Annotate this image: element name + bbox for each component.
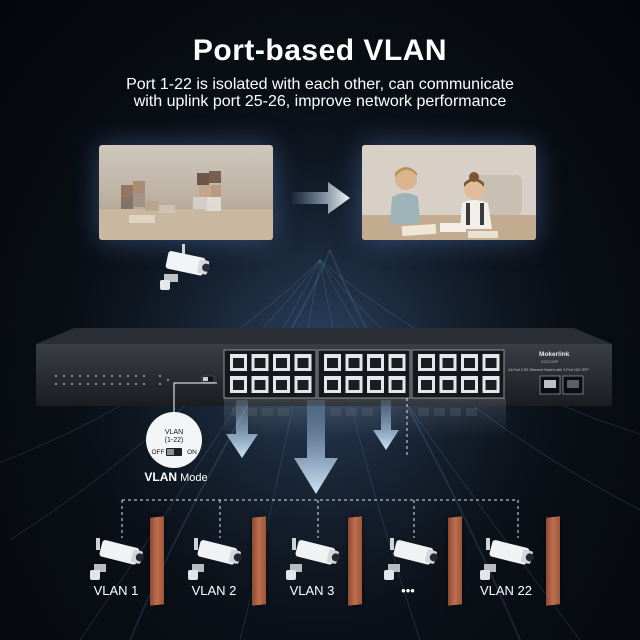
security-camera-icon [188, 538, 244, 580]
ethernet-port-socket [442, 380, 454, 390]
arrows-down [226, 400, 477, 494]
switch-brand: Mokerlink [539, 351, 570, 358]
vlan-distribution [121, 499, 519, 538]
ethernet-port-socket [327, 380, 338, 390]
security-camera-icon [384, 538, 440, 580]
ethernet-port-socket [297, 358, 309, 368]
security-camera-icon [286, 538, 342, 580]
firewall-wall [546, 516, 560, 606]
arrow-down-icon [226, 400, 258, 458]
vlan-label-2: VLAN 2 [191, 583, 237, 598]
security-camera-icon [480, 538, 536, 580]
firewall-wall [150, 516, 164, 606]
switch-reflection [224, 398, 506, 438]
ethernet-port-socket [233, 380, 244, 390]
vlan-dial-off: OFF [152, 449, 165, 456]
ethernet-port-socket [485, 380, 497, 390]
security-camera-icon [160, 244, 210, 290]
ethernet-port-socket [391, 380, 403, 390]
arrow-down-icon [373, 400, 399, 450]
subtitle: Port 1-22 is isolated with each other, c… [0, 76, 640, 110]
network-switch: Mokerlink X2G2100P 24-Port 2.5G Ethernet… [36, 328, 612, 406]
firewall-wall [252, 516, 266, 606]
toggle-switch-icon [166, 448, 182, 456]
vlan-dial: VLAN (1-22) OFF ON [146, 382, 217, 468]
firewall-wall [348, 516, 362, 606]
vlan-label-22: VLAN 22 [479, 583, 533, 598]
ethernet-port-socket [348, 380, 360, 390]
ethernet-port-socket [276, 380, 287, 390]
ethernet-port-socket [464, 380, 475, 390]
switch-description: 24-Port 2.5G Ethernet Switch with 2-Port… [508, 368, 589, 372]
ethernet-port-socket [297, 380, 309, 390]
vlan-dial-on: ON [187, 449, 197, 456]
vlan-mode-label: VLAN Mode [136, 470, 216, 484]
vlan-label-ellipsis: ••• [401, 583, 415, 598]
vlan-tree-lines [406, 398, 408, 458]
subtitle-line-1: Port 1-22 is isolated with each other, c… [126, 76, 514, 93]
arrow-down-icon [294, 400, 338, 494]
ethernet-port-socket [348, 358, 360, 368]
vlan-dial-header2: (1-22) [165, 437, 184, 444]
page-title: Port-based VLAN [192, 34, 448, 67]
ethernet-port-socket [276, 358, 287, 368]
vlan-mode-word: VLAN [144, 470, 178, 484]
subtitle-line-2: with uplink port 25-26, improve network … [133, 93, 507, 110]
ethernet-port-socket [254, 380, 266, 390]
ethernet-port-socket [391, 358, 403, 368]
clear-photo [362, 145, 536, 240]
ethernet-port-socket [254, 358, 266, 368]
ethernet-port-socket [464, 358, 475, 368]
ethernet-port-socket [370, 358, 381, 368]
ethernet-port-socket [327, 358, 338, 368]
ethernet-port-socket [485, 358, 497, 368]
switch-model: X2G2100P [541, 360, 559, 364]
ethernet-port-socket [233, 358, 244, 368]
ethernet-port-socket [442, 358, 454, 368]
vlan-label-3: VLAN 3 [289, 583, 335, 598]
arrow-right-icon [292, 182, 350, 214]
ethernet-port-socket [421, 358, 432, 368]
ethernet-port-socket [370, 380, 381, 390]
vlan-label-1: VLAN 1 [93, 583, 139, 598]
vlan-mode-suffix: Mode [177, 472, 208, 484]
blurred-children-image [99, 171, 273, 240]
blurred-photo [99, 145, 273, 240]
firewall-wall [448, 516, 462, 606]
security-camera-icon [90, 538, 146, 580]
clear-children-image [362, 145, 536, 240]
vlan-dial-header1: VLAN [165, 429, 183, 436]
ethernet-port-socket [421, 380, 432, 390]
